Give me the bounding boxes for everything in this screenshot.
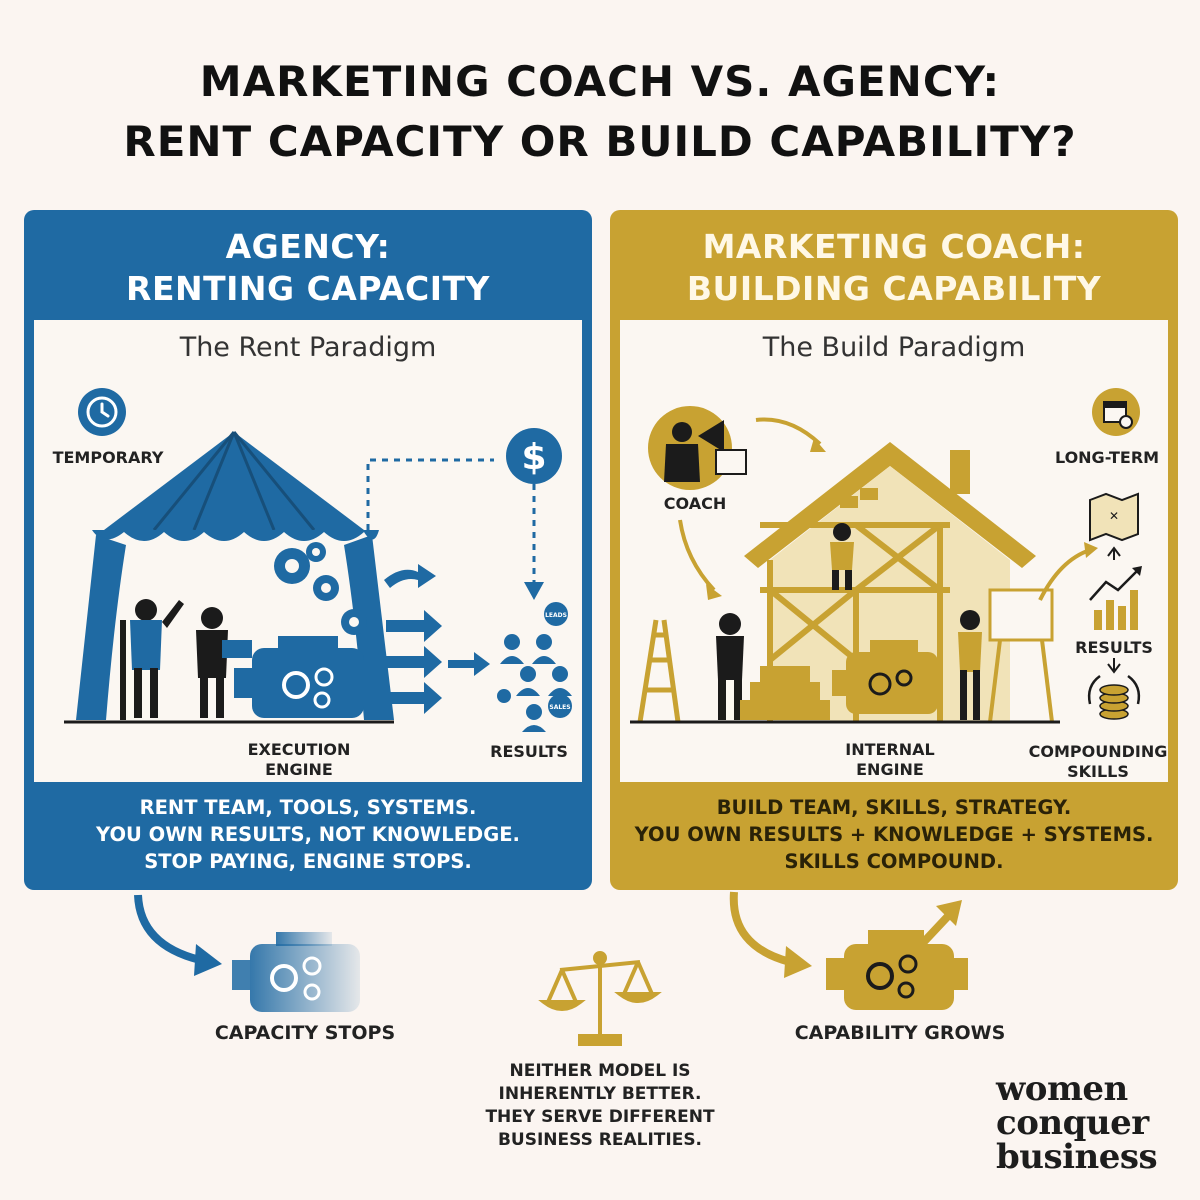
note-line-1: NEITHER MODEL IS bbox=[509, 1061, 691, 1081]
agency-heading-line-1: AGENCY: bbox=[225, 227, 391, 266]
title-line-2: RENT CAPACITY OR BUILD CAPABILITY? bbox=[123, 117, 1077, 166]
coach-scene: ✕ bbox=[630, 388, 1142, 724]
label-internal-engine: INTERNAL ENGINE bbox=[830, 740, 950, 780]
results-bar-icon bbox=[1089, 566, 1142, 630]
label-internal-line-1: INTERNAL bbox=[845, 740, 935, 759]
clock-icon bbox=[78, 388, 126, 436]
ladder bbox=[637, 619, 681, 723]
coach-footer-line-3: SKILLS COMPOUND. bbox=[784, 850, 1004, 873]
coin-stack-icon bbox=[1087, 674, 1141, 720]
dollar-icon: $ bbox=[506, 428, 562, 484]
label-engine-line-1: EXECUTION bbox=[247, 740, 351, 759]
note-line-4: BUSINESS REALITIES. bbox=[497, 1130, 703, 1150]
agency-footer-line-3: STOP PAYING, ENGINE STOPS. bbox=[144, 850, 472, 873]
agency-scene: $ LEADS SALES bbox=[64, 388, 572, 732]
label-internal-line-2: ENGINE bbox=[856, 760, 924, 779]
label-engine-line-2: ENGINE bbox=[265, 760, 333, 779]
agency-heading-line-2: RENTING CAPACITY bbox=[126, 269, 490, 308]
coach-footer: BUILD TEAM, SKILLS, STRATEGY. YOU OWN RE… bbox=[610, 782, 1178, 890]
gear-icon bbox=[274, 542, 367, 635]
growing-engine-icon bbox=[826, 900, 968, 1010]
title-line-1: MARKETING COACH VS. AGENCY: bbox=[199, 57, 1001, 106]
conclusion-note: NEITHER MODEL IS INHERENTLY BETTER. THEY… bbox=[440, 1060, 760, 1152]
label-long-term: LONG-TERM bbox=[1054, 448, 1160, 467]
label-capacity-stops: CAPACITY STOPS bbox=[214, 1022, 396, 1044]
coach-footer-line-1: BUILD TEAM, SKILLS, STRATEGY. bbox=[716, 796, 1072, 819]
label-coach: COACH bbox=[663, 494, 727, 513]
balance-scale-icon bbox=[538, 951, 662, 1046]
agency-paradigm: The Rent Paradigm bbox=[179, 332, 437, 363]
page-title: MARKETING COACH VS. AGENCY: RENT CAPACIT… bbox=[0, 52, 1200, 172]
engine-icon-internal bbox=[832, 640, 938, 714]
calendar-icon bbox=[1092, 388, 1140, 436]
fading-engine-icon bbox=[232, 932, 360, 1012]
brick-pile bbox=[740, 666, 830, 720]
worker-figure-2 bbox=[196, 607, 252, 718]
label-temporary: TEMPORARY bbox=[52, 448, 164, 467]
logo-line-1: women bbox=[996, 1069, 1128, 1109]
house-icon bbox=[744, 442, 1036, 722]
coach-heading-line-1: MARKETING COACH: bbox=[702, 227, 1086, 266]
agency-footer: RENT TEAM, TOOLS, SYSTEMS. YOU OWN RESUL… bbox=[24, 782, 592, 890]
worker-bricklayer bbox=[716, 613, 744, 720]
coach-body: The Build Paradigm bbox=[620, 320, 1168, 782]
coach-paradigm: The Build Paradigm bbox=[762, 332, 1026, 363]
coach-heading: MARKETING COACH: BUILDING CAPABILITY bbox=[610, 210, 1178, 320]
label-results: RESULTS bbox=[490, 742, 568, 761]
brand-logo: women conquer business bbox=[996, 1072, 1186, 1174]
label-compounding-line-1: COMPOUNDING bbox=[1028, 742, 1168, 761]
output-arrows bbox=[384, 564, 490, 714]
logo-line-3: business bbox=[996, 1137, 1158, 1177]
label-compounding-line-2: SKILLS bbox=[1067, 762, 1129, 781]
coach-heading-line-2: BUILDING CAPABILITY bbox=[686, 269, 1102, 308]
note-line-2: INHERENTLY BETTER. bbox=[498, 1084, 702, 1104]
label-compounding-skills: COMPOUNDING SKILLS bbox=[1028, 742, 1168, 782]
agency-footer-line-1: RENT TEAM, TOOLS, SYSTEMS. bbox=[139, 796, 477, 819]
svg-text:✕: ✕ bbox=[1109, 509, 1119, 523]
logo-line-2: conquer bbox=[996, 1103, 1149, 1143]
label-capability-grows: CAPABILITY GROWS bbox=[794, 1022, 1006, 1044]
worker-top bbox=[830, 523, 854, 590]
label-results-coach: RESULTS bbox=[1075, 638, 1153, 657]
results-group: LEADS SALES bbox=[497, 602, 572, 732]
worker-figure-1 bbox=[120, 599, 184, 720]
note-line-3: THEY SERVE DIFFERENT bbox=[485, 1107, 715, 1127]
agency-heading: AGENCY: RENTING CAPACITY bbox=[24, 210, 592, 320]
dollar-sign: $ bbox=[521, 437, 546, 478]
sales-badge: SALES bbox=[549, 704, 570, 711]
agency-footer-line-2: YOU OWN RESULTS, NOT KNOWLEDGE. bbox=[96, 823, 520, 846]
strategy-map-icon: ✕ bbox=[1089, 492, 1139, 542]
tent-icon bbox=[64, 431, 394, 724]
coach-footer-line-2: YOU OWN RESULTS + KNOWLEDGE + SYSTEMS. bbox=[634, 823, 1154, 846]
engine-icon bbox=[234, 636, 380, 718]
leads-badge: LEADS bbox=[545, 612, 567, 619]
coach-panel: MARKETING COACH: BUILDING CAPABILITY The… bbox=[610, 210, 1178, 890]
agency-body: The Rent Paradigm bbox=[34, 320, 582, 782]
megaphone-icon bbox=[648, 406, 747, 490]
label-execution-engine: EXECUTION ENGINE bbox=[234, 740, 364, 780]
agency-panel: AGENCY: RENTING CAPACITY The Rent Paradi… bbox=[24, 210, 592, 890]
